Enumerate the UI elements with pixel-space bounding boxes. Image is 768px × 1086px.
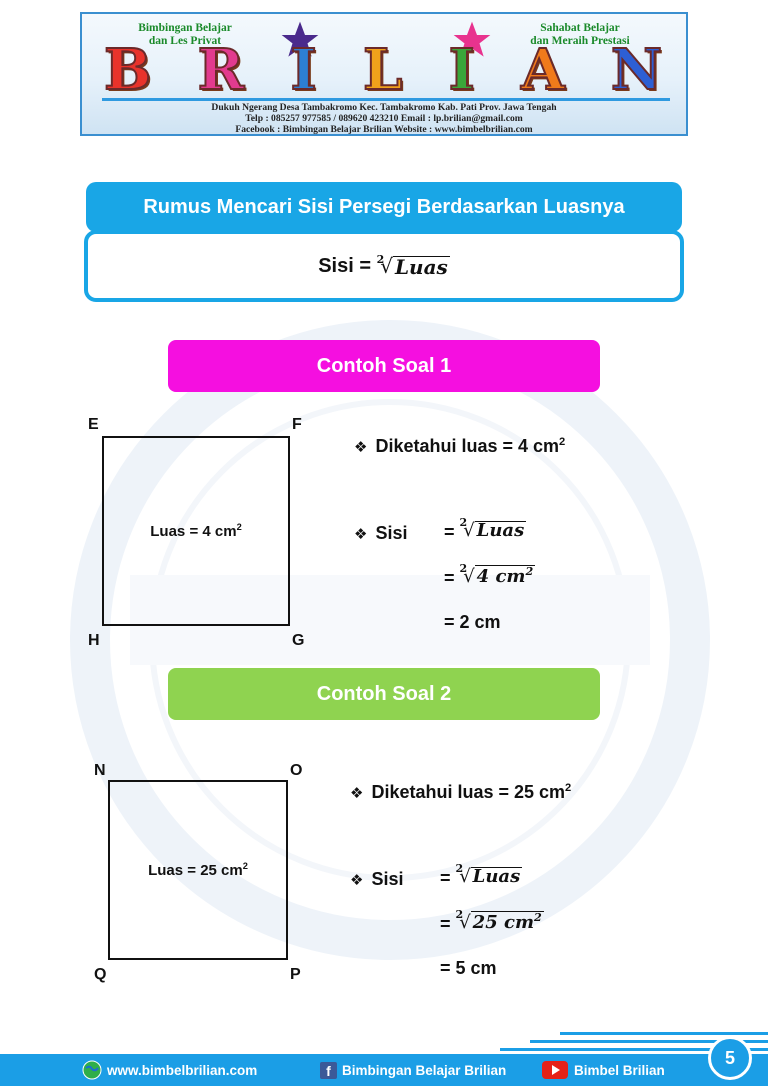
corner-label: E (88, 416, 99, 433)
footer-bar (0, 1054, 768, 1086)
brand-letter: R (197, 37, 247, 103)
corner-label: N (94, 762, 106, 779)
brand-letter: I (289, 37, 319, 103)
footer-youtube[interactable]: Bimbel Brilian (542, 1059, 665, 1081)
formula-lhs: Sisi = (318, 254, 377, 277)
banner-divider (102, 98, 670, 101)
step-1-1: = 2√Luas (444, 516, 527, 542)
bullet-icon: ❖ (350, 872, 364, 889)
corner-label: O (290, 762, 303, 779)
example-1-heading: Contoh Soal 1 (168, 340, 600, 392)
step-2-1: = 2√4 cm2 (444, 561, 536, 588)
corner-label: P (290, 966, 301, 983)
star-icon (281, 21, 319, 57)
corner-label: Q (94, 966, 107, 983)
radical-icon: √ (463, 565, 475, 587)
radical-icon: √ (459, 911, 471, 933)
bullet-icon: ❖ (354, 526, 368, 543)
bullet-icon: ❖ (350, 785, 364, 802)
social-text: Facebook : Bimbingan Belajar Brilian Web… (235, 124, 533, 135)
contact-text: Telp : 085257 977585 / 089620 423210 Ema… (245, 113, 523, 124)
footer-facebook[interactable]: f Bimbingan Belajar Brilian (320, 1059, 506, 1081)
brand-letter: I (448, 37, 477, 103)
root-expression: 2√Luas (455, 862, 523, 888)
root-expression: 2√Luas (376, 253, 450, 279)
tagline-left: Bimbingan Belajar dan Les Privat (138, 22, 232, 47)
corner-label: H (88, 632, 100, 649)
brand-letter: L (362, 37, 405, 103)
brand-letter: N (610, 37, 664, 103)
step-1-2: = 2√Luas (440, 862, 523, 888)
globe-icon (82, 1060, 102, 1080)
corner-label: F (292, 416, 302, 433)
footer-website[interactable]: www.bimbelbrilian.com (82, 1059, 257, 1081)
corner-label: G (292, 632, 305, 649)
page-title: Rumus Mencari Sisi Persegi Berdasarkan L… (86, 182, 682, 232)
brand-logo: B R I L I A N (103, 37, 664, 103)
result-1: = 2 cm (444, 612, 501, 632)
square-nopq: Luas = 25 cm2 (108, 780, 288, 960)
radical-icon: √ (459, 866, 471, 887)
root-index: 2 (376, 253, 385, 266)
known-area-2: ❖Diketahui luas = 25 cm2 (350, 782, 572, 802)
radical-icon: √ (463, 520, 475, 541)
example-2-heading: Contoh Soal 2 (168, 668, 600, 720)
brand-letter: A (520, 37, 567, 103)
bullet-icon: ❖ (354, 439, 368, 456)
step-2-2: = 2√25 cm2 (440, 907, 544, 934)
star-icon (453, 21, 491, 57)
youtube-icon (542, 1061, 568, 1079)
square-label: Luas = 25 cm2 (148, 861, 248, 879)
formula-box: Sisi = 2√Luas (84, 230, 684, 302)
footer-stripes (500, 1032, 768, 1051)
square-label: Luas = 4 cm2 (150, 522, 242, 540)
sisi-label-2: ❖Sisi (350, 869, 404, 889)
root-expression: 2√Luas (459, 516, 527, 542)
radicand: Luas (392, 255, 450, 279)
brand-letter: B (103, 37, 154, 103)
radical-icon: √ (380, 254, 393, 278)
page-number: 5 (708, 1036, 752, 1080)
result-2: = 5 cm (440, 958, 497, 978)
header-banner: Bimbingan Belajar dan Les Privat Sahabat… (80, 12, 688, 136)
tagline-right: Sahabat Belajar dan Meraih Prestasi (530, 22, 630, 47)
root-expression: 2√25 cm2 (455, 907, 544, 933)
facebook-icon: f (320, 1061, 337, 1079)
root-expression: 2√4 cm2 (459, 561, 536, 587)
square-efgh: Luas = 4 cm2 (102, 436, 290, 626)
known-area-1: ❖Diketahui luas = 4 cm2 (354, 436, 566, 456)
sisi-label-1: ❖Sisi (354, 523, 408, 543)
address-text: Dukuh Ngerang Desa Tambakromo Kec. Tamba… (211, 102, 557, 113)
